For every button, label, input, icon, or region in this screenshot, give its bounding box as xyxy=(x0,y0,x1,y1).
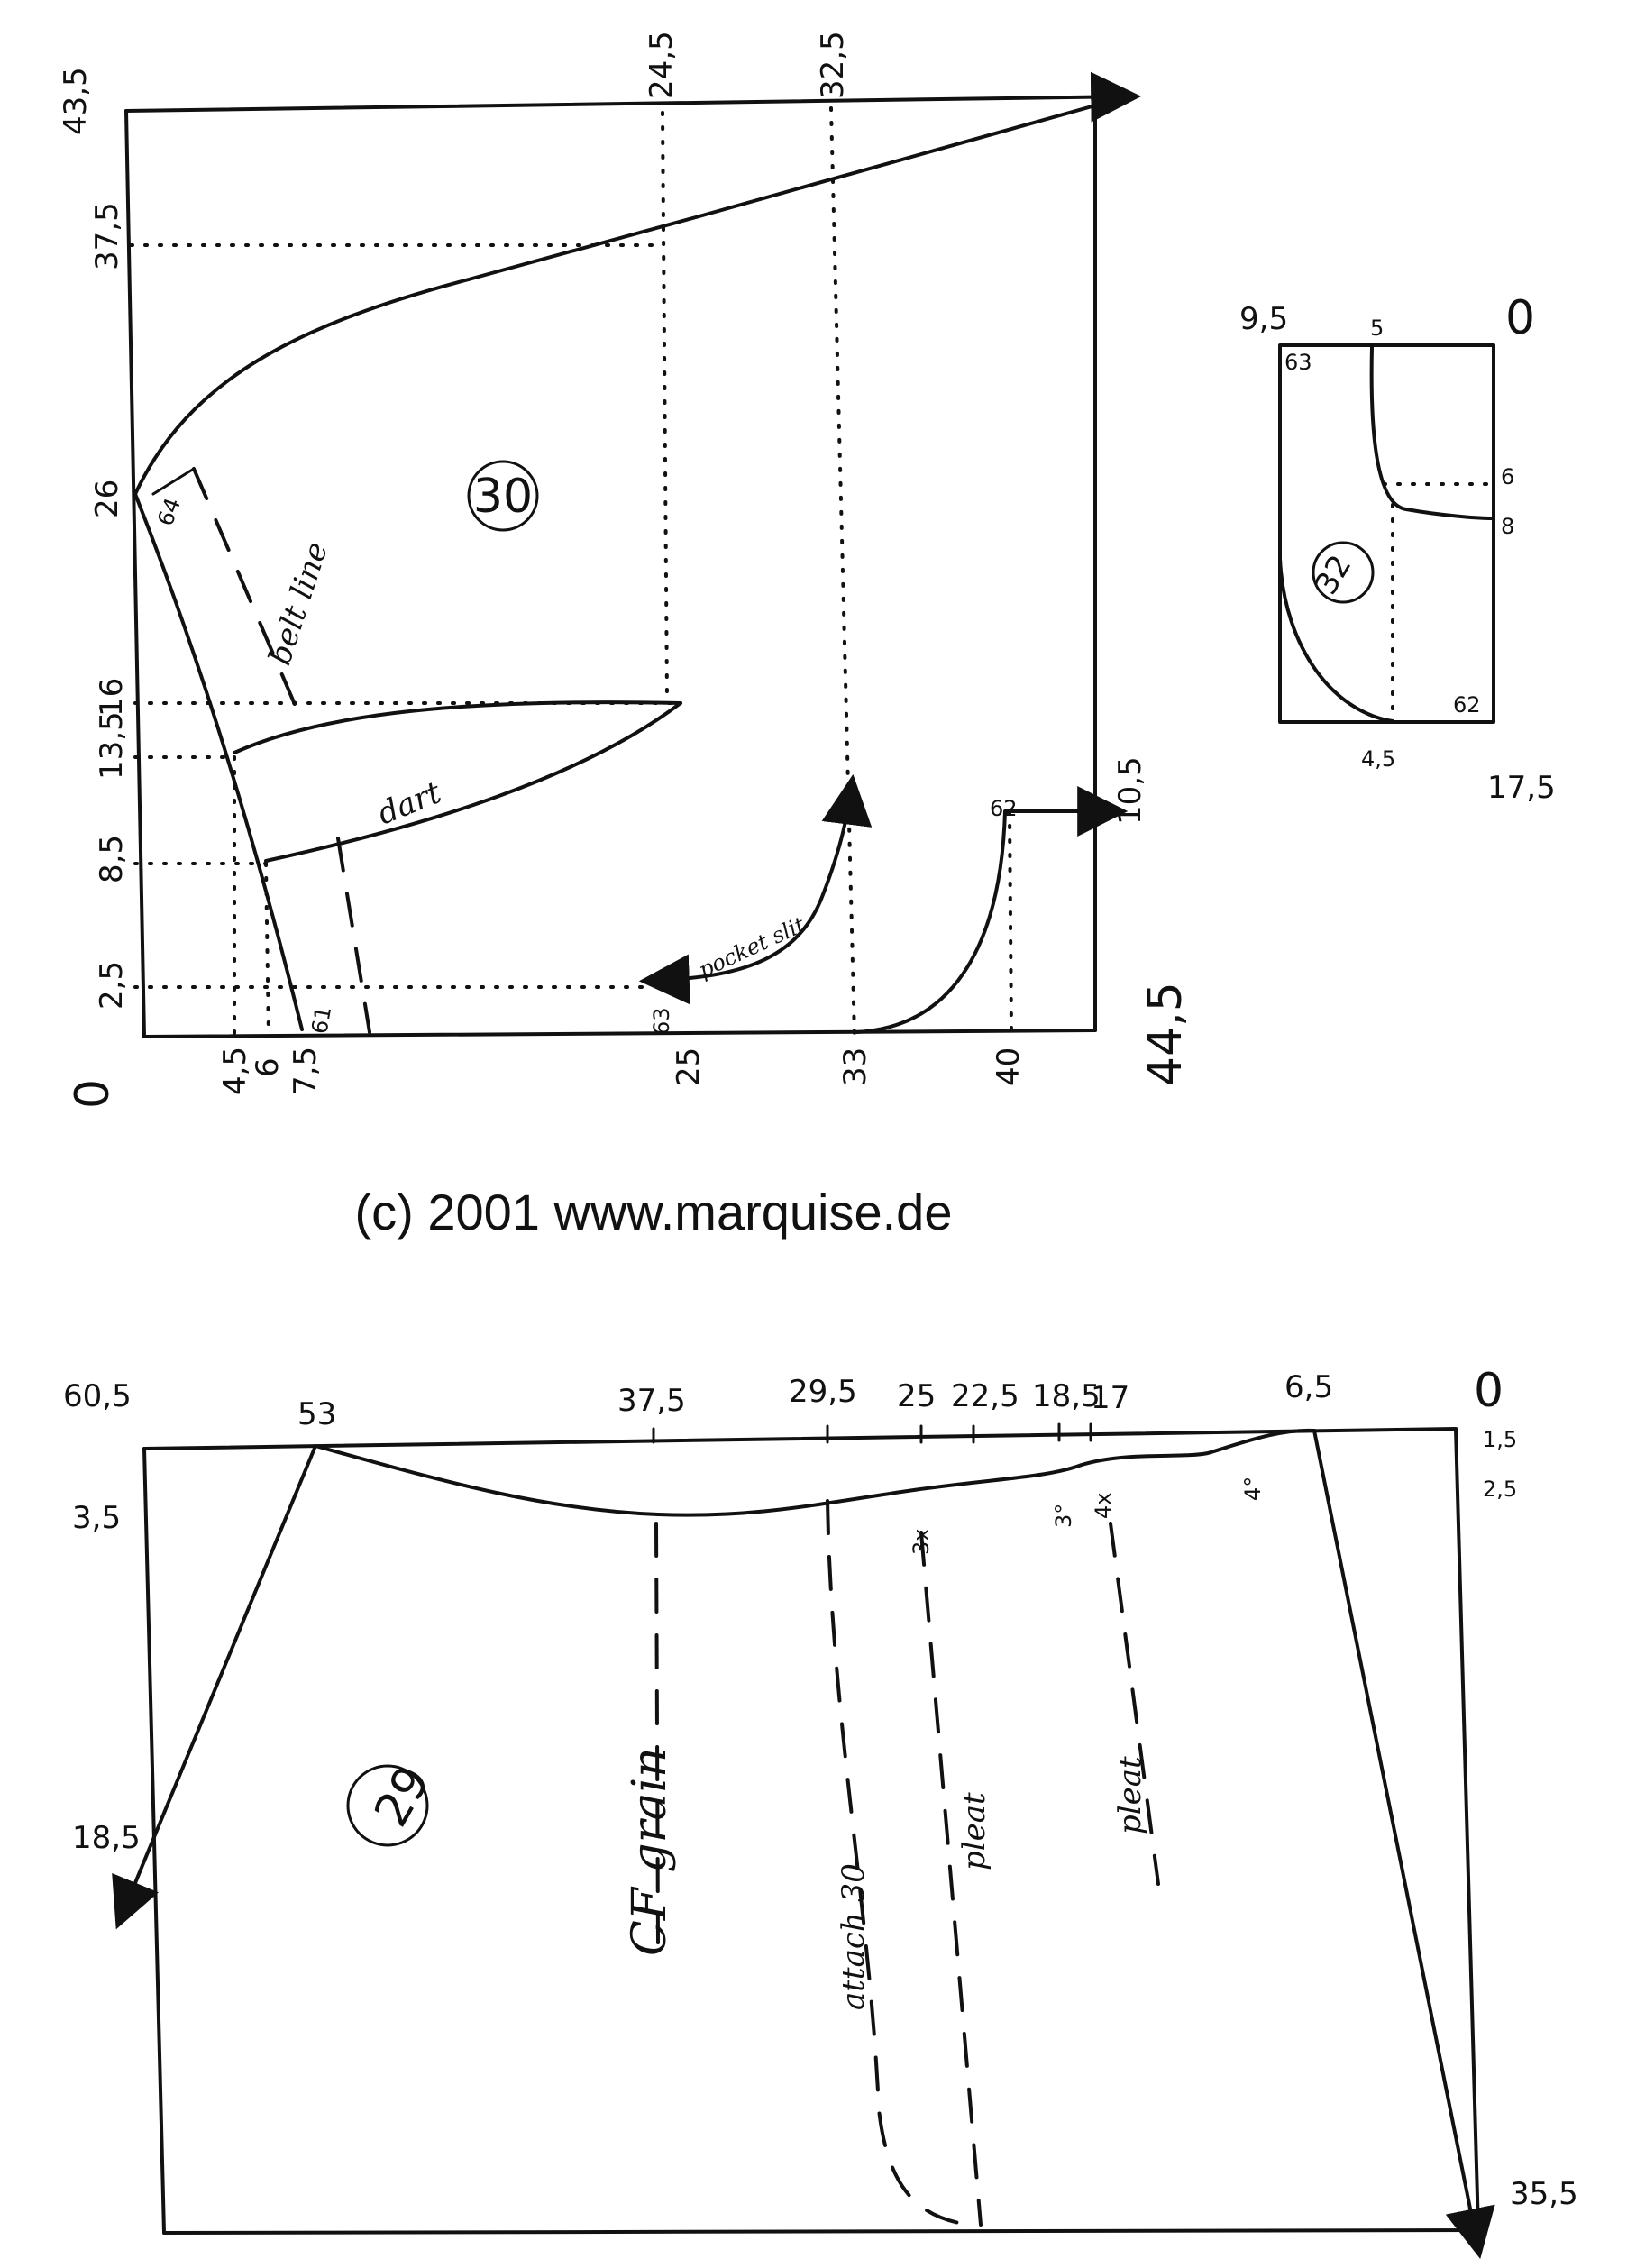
mark-33: 33 xyxy=(837,1047,873,1086)
mark-6: 6 xyxy=(250,1057,286,1077)
belt-top-mark xyxy=(151,467,196,496)
mark-16: 16 xyxy=(94,678,130,717)
mark-13-5: 13,5 xyxy=(94,711,130,780)
side-seam-curve xyxy=(133,97,1120,496)
pocket-slit-curve xyxy=(638,773,873,1005)
dart-upper-leg xyxy=(233,700,682,754)
notch-3-degree: 3° xyxy=(1051,1504,1076,1528)
piece-29 xyxy=(112,1422,1495,2259)
p29-mark-53: 53 xyxy=(297,1396,336,1432)
piece-32-mark-0: 0 xyxy=(1505,291,1535,345)
p29-mark-22-5: 22,5 xyxy=(951,1378,1019,1414)
p29-mark-0: 0 xyxy=(1474,1364,1504,1418)
point-62: 62 xyxy=(990,796,1018,821)
guide-40 xyxy=(1008,809,1013,1034)
p29-mark-37-5: 37,5 xyxy=(617,1383,686,1419)
p29-mark-29-5: 29,5 xyxy=(789,1374,857,1410)
copyright-text: (c) 2001 www.marquise.de xyxy=(354,1184,953,1240)
p29-mark-18-5: 18,5 xyxy=(1032,1378,1101,1414)
point-63: 63 xyxy=(649,1007,674,1035)
p29-mark-18-5-left: 18,5 xyxy=(72,1820,141,1856)
piece-30-top-line xyxy=(124,71,1142,123)
piece-29-number-circle xyxy=(346,1764,429,1847)
piece-30-number-circle xyxy=(467,460,539,532)
mark-7-5: 7,5 xyxy=(288,1047,324,1095)
mark-44-5: 44,5 xyxy=(1138,982,1193,1086)
mark-2-5: 2,5 xyxy=(94,961,130,1010)
piece-32-mark-9-5: 9,5 xyxy=(1239,301,1288,337)
guide-24-5 xyxy=(661,111,669,700)
p29-mark-6-5: 6,5 xyxy=(1284,1369,1333,1405)
piece-29-bottom-line xyxy=(162,2228,1480,2235)
piece-29-right-diagonal xyxy=(1312,1429,1495,2259)
piece-30-bottom-line xyxy=(142,1029,1097,1038)
piece-30-number: 30 xyxy=(473,470,533,524)
point-64: 64 xyxy=(152,495,186,529)
mark-25: 25 xyxy=(671,1047,707,1086)
piece-32 xyxy=(1278,343,1495,724)
p29-mark-2-5: 2,5 xyxy=(1483,1477,1517,1502)
guide-32-5 xyxy=(829,106,856,1038)
pocket-slit-label: pocket slit xyxy=(695,911,809,983)
pleat-label-2: pleat xyxy=(1112,1756,1148,1834)
point-61: 61 xyxy=(306,1004,336,1036)
attach-30-label: attach 30 xyxy=(836,1863,872,2010)
mark-40: 40 xyxy=(991,1047,1027,1086)
pleat-line-2 xyxy=(1109,1522,1160,1886)
belt-line xyxy=(192,467,304,723)
pleat-line-1 xyxy=(919,1531,983,2227)
piece-32-mark-6: 6 xyxy=(1501,464,1514,489)
cf-grain-line xyxy=(654,1522,660,1944)
notch-4x: 4x xyxy=(1091,1493,1116,1519)
piece-32-mark-5: 5 xyxy=(1370,316,1384,341)
notch-3x: 3x xyxy=(909,1529,934,1555)
attach-30-line xyxy=(826,1499,971,2227)
panel-curve xyxy=(855,786,1129,1034)
p29-mark-17: 17 xyxy=(1091,1380,1129,1416)
piece-32-mark-4-5: 4,5 xyxy=(1361,746,1395,772)
belt-line-label: belt line xyxy=(262,537,336,669)
mark-4-5: 4,5 xyxy=(217,1047,253,1095)
piece-32-point-62: 62 xyxy=(1453,692,1481,718)
p29-mark-1-5: 1,5 xyxy=(1483,1427,1517,1452)
piece-30 xyxy=(124,71,1142,1038)
mark-0: 0 xyxy=(66,1079,120,1109)
mark-10-5: 10,5 xyxy=(1112,756,1148,825)
mark-43-5: 43,5 xyxy=(58,67,94,135)
piece-32-mark-8: 8 xyxy=(1501,514,1514,539)
p29-mark-3-5: 3,5 xyxy=(72,1500,121,1536)
piece-29-right-line xyxy=(1454,1427,1480,2232)
piece-29-top-line xyxy=(142,1427,1458,1450)
piece-32-lower-curve xyxy=(1278,557,1394,723)
center-front-curve xyxy=(133,492,304,1031)
piece-32-frame xyxy=(1278,343,1495,724)
belt-line-lower xyxy=(336,837,371,1034)
pleat-label-1: pleat xyxy=(956,1792,992,1870)
piece-32-mark-17-5: 17,5 xyxy=(1487,770,1556,806)
mark-26: 26 xyxy=(89,480,125,518)
waist-curve xyxy=(314,1428,1316,1517)
piece-32-number: 32 xyxy=(1308,549,1358,600)
notch-4-degree: 4° xyxy=(1240,1477,1266,1501)
dart-lower-leg xyxy=(264,701,682,863)
p29-mark-60-5: 60,5 xyxy=(63,1378,132,1414)
cf-grain-label: CF grain xyxy=(623,1747,677,1956)
p29-mark-25: 25 xyxy=(897,1378,936,1414)
piece-32-point-63: 63 xyxy=(1284,350,1312,375)
p29-mark-35-5: 35,5 xyxy=(1510,2176,1578,2212)
mark-32-5: 32,5 xyxy=(815,31,851,99)
mark-37-5: 37,5 xyxy=(89,202,125,270)
mark-24-5: 24,5 xyxy=(644,31,680,99)
piece-30-left-line xyxy=(124,109,146,1038)
piece-29-left-diagonal xyxy=(112,1444,317,1930)
piece-32-upper-curve xyxy=(1369,345,1494,520)
mark-8-5: 8,5 xyxy=(94,835,130,883)
piece-32-number-circle xyxy=(1312,541,1375,604)
